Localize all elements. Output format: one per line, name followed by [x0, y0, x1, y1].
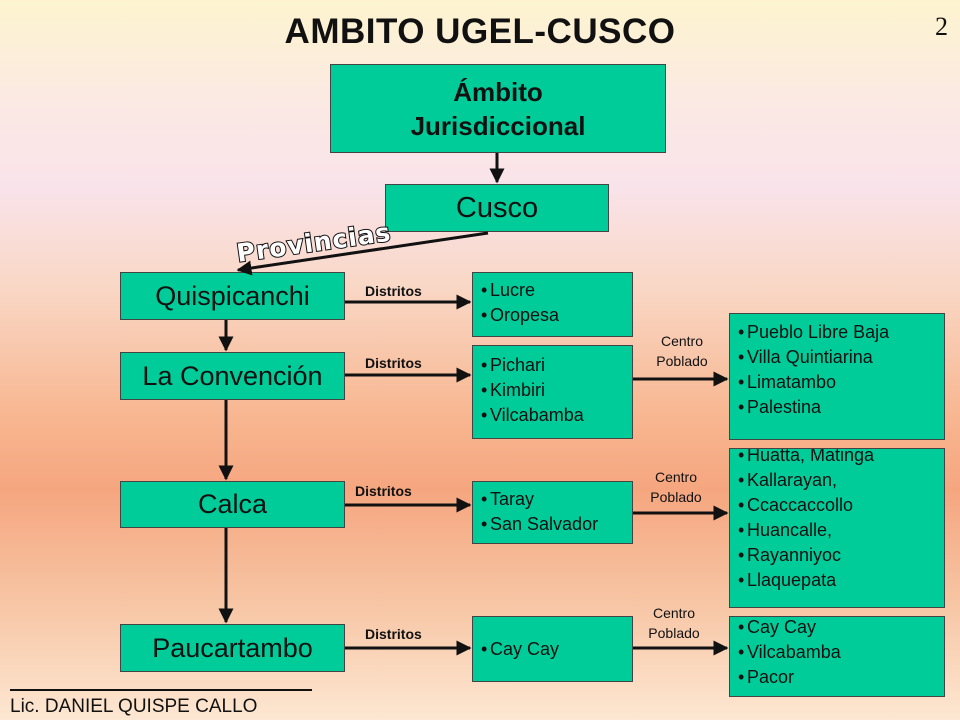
- ambito-line2: Jurisdiccional: [410, 110, 586, 141]
- page-number: 2: [935, 12, 948, 41]
- district-box: Cay Cay: [472, 616, 633, 682]
- district-item: Lucre: [481, 278, 632, 303]
- centro-item: Cay Cay: [738, 617, 944, 640]
- province-name: Calca: [197, 489, 268, 519]
- author-divider: [10, 689, 312, 691]
- district-item: San Salvador: [481, 512, 632, 537]
- district-item: Taray: [481, 487, 632, 512]
- distritos-label: Distritos: [355, 483, 412, 499]
- ambito-box: Ámbito Jurisdiccional: [330, 64, 666, 153]
- ambito-line1: Ámbito: [453, 76, 543, 107]
- region-name: Cusco: [455, 191, 539, 224]
- centro-poblado-label: Centro Poblado: [648, 605, 700, 641]
- centro-item: Vilcabamba: [738, 640, 944, 665]
- author-name: Lic. DANIEL QUISPE CALLO: [10, 696, 258, 717]
- centro-poblado-label: Centro Poblado: [656, 333, 708, 369]
- centro-item: Limatambo: [738, 370, 944, 395]
- centro-poblado-box: Huatta, Matinga Kallarayan, Ccaccaccollo…: [729, 448, 945, 608]
- district-box: Pichari Kimbiri Vilcabamba: [472, 345, 633, 439]
- centro-item: Kallarayan,: [738, 468, 944, 493]
- distritos-label: Distritos: [365, 355, 422, 371]
- district-item: Vilcabamba: [481, 403, 632, 428]
- centro-item: Ccaccaccollo: [738, 493, 944, 518]
- centro-poblado-box: Cay Cay Vilcabamba Pacor: [729, 616, 945, 697]
- centro-item: Palestina: [738, 395, 944, 420]
- centro-item: Llaquepata: [738, 568, 944, 593]
- province-box-paucartambo: Paucartambo: [120, 624, 345, 672]
- district-box: Taray San Salvador: [472, 481, 633, 544]
- centro-item: Rayanniyoc: [738, 543, 944, 568]
- centro-item: Villa Quintiarina: [738, 345, 944, 370]
- province-name: Paucartambo: [152, 632, 313, 663]
- centro-item: Pueblo Libre Baja: [738, 320, 944, 345]
- arrow-cusco-to-provinces: [236, 231, 489, 276]
- centro-poblado-box: Pueblo Libre Baja Villa Quintiarina Lima…: [729, 313, 945, 440]
- centro-poblado-label: Centro Poblado: [650, 469, 702, 505]
- district-item: Cay Cay: [481, 637, 632, 662]
- distritos-label: Distritos: [365, 283, 422, 299]
- district-box: Lucre Oropesa: [472, 272, 633, 337]
- district-item: Pichari: [481, 353, 632, 378]
- province-box-calca: Calca: [120, 481, 345, 528]
- provincias-label: Provincias: [235, 218, 393, 268]
- province-box-la-convencion: La Convención: [120, 352, 345, 400]
- district-item: Kimbiri: [481, 378, 632, 403]
- province-name: Quispicanchi: [155, 280, 310, 311]
- province-name: La Convención: [142, 360, 323, 391]
- centro-item: Pacor: [738, 665, 944, 690]
- centro-item: Huancalle,: [738, 518, 944, 543]
- page-title: AMBITO UGEL-CUSCO: [284, 12, 676, 51]
- district-item: Oropesa: [481, 303, 632, 328]
- province-box-quispicanchi: Quispicanchi: [120, 272, 345, 320]
- centro-item: Huatta, Matinga: [738, 449, 944, 468]
- region-box: Cusco: [385, 184, 609, 232]
- distritos-label: Distritos: [365, 626, 422, 642]
